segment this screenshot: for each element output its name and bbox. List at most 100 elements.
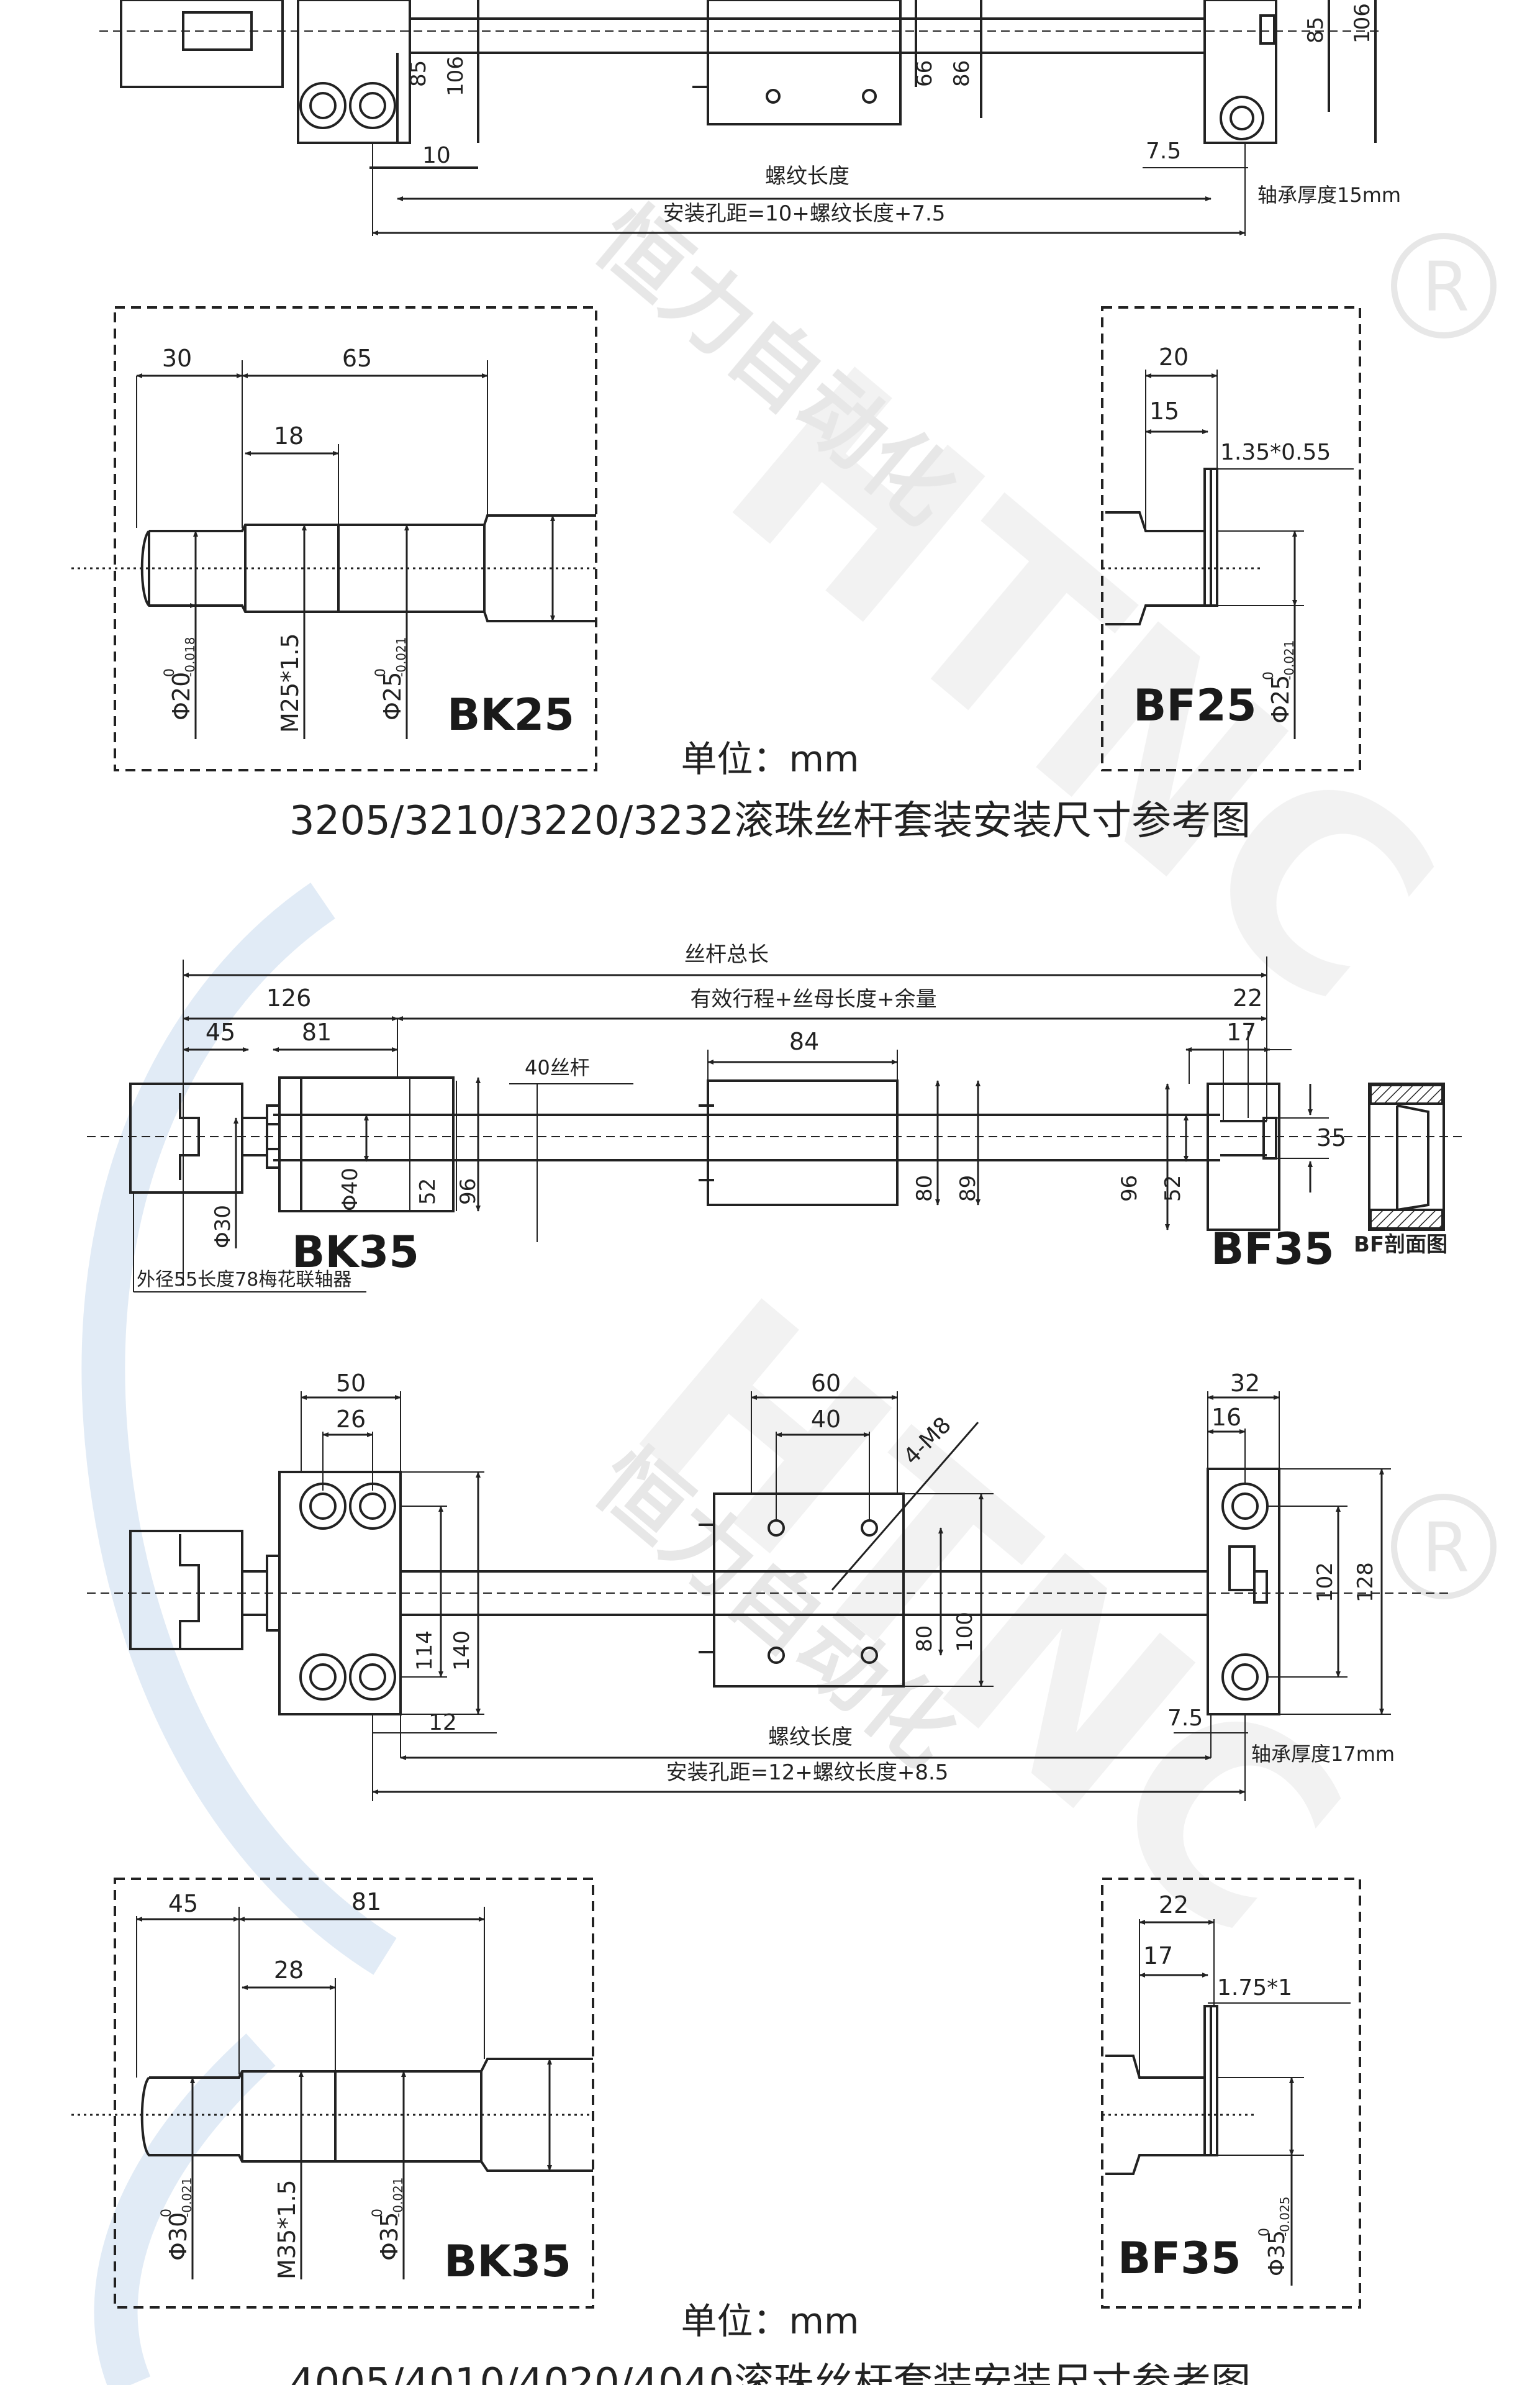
svg-text:45: 45 [206, 1019, 235, 1046]
svg-text:0: 0 [373, 668, 389, 677]
svg-text:28: 28 [274, 1956, 304, 1984]
registered-mark-top [1391, 233, 1497, 338]
bf35-detail [1101, 1878, 1361, 2309]
bk35-dims: 45 81 28 Φ30 0 -0.021 M35*1.5 Φ35 0 -0.0… [159, 1888, 571, 2287]
svg-text:96: 96 [456, 1178, 481, 1205]
svg-text:126: 126 [266, 984, 312, 1012]
svg-text:0: 0 [159, 2209, 174, 2217]
svg-text:81: 81 [302, 1019, 332, 1046]
svg-text:66: 66 [912, 60, 937, 87]
registered-mark-bottom [1391, 1494, 1497, 1599]
svg-text:114: 114 [412, 1630, 437, 1671]
svg-text:65: 65 [342, 345, 372, 372]
svg-text:20: 20 [1159, 343, 1189, 371]
svg-text:Φ30: Φ30 [211, 1205, 235, 1248]
svg-text:0: 0 [162, 668, 178, 677]
svg-text:35: 35 [1316, 1124, 1346, 1152]
top-partial-dims: 85 106 10 66 86 7.5 85 106 螺纹长度 安装孔距=10+… [406, 3, 1401, 226]
svg-text:-0.025: -0.025 [1277, 2197, 1292, 2237]
svg-text:Φ25: Φ25 [1267, 675, 1294, 724]
bk25-label: BK25 [447, 689, 574, 740]
svg-text:45: 45 [168, 1890, 198, 1917]
bf25-dims: 20 15 1.35*0.55 Φ25 0 -0.021 BF25 [1133, 343, 1331, 731]
svg-text:Φ30: Φ30 [165, 2212, 192, 2261]
svg-text:0: 0 [370, 2209, 386, 2217]
bf35-label: BF35 [1118, 2233, 1241, 2284]
svg-text:M35*1.5: M35*1.5 [273, 2179, 301, 2279]
svg-text:Φ35: Φ35 [376, 2212, 403, 2261]
svg-text:有效行程+丝母长度+余量: 有效行程+丝母长度+余量 [691, 987, 937, 1012]
svg-text:22: 22 [1233, 984, 1262, 1012]
svg-text:140: 140 [450, 1630, 474, 1671]
svg-text:86: 86 [949, 60, 974, 87]
bk35-detail [71, 1878, 594, 2309]
svg-text:M25*1.5: M25*1.5 [276, 633, 304, 733]
svg-text:Φ40: Φ40 [338, 1168, 363, 1211]
svg-text:106: 106 [443, 56, 468, 96]
svg-text:85: 85 [1303, 17, 1328, 43]
svg-text:螺纹长度: 螺纹长度 [765, 164, 849, 189]
svg-text:40: 40 [811, 1406, 841, 1433]
set35-top-dims: 50 26 60 40 4-M8 32 16 114 140 80 100 10… [336, 1370, 1395, 1785]
svg-text:16: 16 [1212, 1404, 1241, 1431]
set35-side-view [87, 956, 1465, 1292]
svg-text:Φ35: Φ35 [1264, 2230, 1290, 2276]
svg-text:安装孔距=10+螺纹长度+7.5: 安装孔距=10+螺纹长度+7.5 [663, 201, 946, 226]
svg-text:丝杆总长: 丝杆总长 [684, 942, 769, 967]
svg-text:128: 128 [1353, 1562, 1378, 1602]
watermark-letters-bottom: HTNC [581, 1243, 1393, 1994]
bk25-dims: 30 65 18 Φ20 0 -0.018 M25*1.5 Φ25 0 -0.0… [162, 345, 574, 740]
bf25-detail [1101, 306, 1361, 771]
svg-text:1.35*0.55: 1.35*0.55 [1220, 440, 1331, 465]
svg-text:102: 102 [1313, 1562, 1338, 1602]
svg-text:-0.021: -0.021 [1282, 640, 1297, 680]
top-partial-view [99, 0, 1379, 236]
svg-text:100: 100 [953, 1612, 977, 1652]
caption-2: 4005/4010/4020/4040滚珠丝杆套装安装尺寸参考图 [289, 2360, 1251, 2385]
svg-text:85: 85 [406, 60, 431, 87]
svg-text:-0.021: -0.021 [391, 2178, 405, 2217]
svg-text:-0.021: -0.021 [179, 2178, 194, 2217]
svg-text:7.5: 7.5 [1167, 1706, 1203, 1731]
svg-text:R: R [1422, 247, 1469, 327]
svg-text:BF剖面图: BF剖面图 [1354, 1232, 1447, 1257]
svg-text:12: 12 [428, 1710, 457, 1735]
svg-text:96: 96 [1117, 1175, 1142, 1202]
svg-text:89: 89 [956, 1175, 981, 1202]
svg-text:10: 10 [422, 143, 451, 168]
set35-side-dims: 丝杆总长 有效行程+丝母长度+余量 126 45 81 84 22 17 40丝… [137, 942, 1447, 1291]
svg-text:26: 26 [336, 1406, 366, 1433]
svg-text:18: 18 [274, 422, 304, 450]
svg-text:40丝杆: 40丝杆 [525, 1056, 590, 1079]
svg-text:轴承厚度15mm: 轴承厚度15mm [1257, 183, 1401, 207]
bf35-dims: 22 17 1.75*1 Φ35 0 -0.025 BF35 [1118, 1891, 1292, 2284]
svg-text:7.5: 7.5 [1146, 139, 1181, 164]
bf25-label: BF25 [1133, 680, 1257, 731]
svg-text:轴承厚度17mm: 轴承厚度17mm [1251, 1742, 1395, 1766]
svg-text:17: 17 [1143, 1942, 1173, 1969]
svg-text:0: 0 [1257, 2228, 1272, 2237]
svg-text:30: 30 [162, 345, 192, 372]
unit-label-2: 单位：mm [681, 2300, 859, 2342]
set35-top-view [87, 1391, 1453, 1801]
svg-text:32: 32 [1230, 1370, 1260, 1397]
svg-text:0: 0 [1261, 671, 1277, 680]
svg-text:-0.018: -0.018 [183, 637, 197, 677]
caption-1: 3205/3210/3220/3232滚珠丝杆套装安装尺寸参考图 [289, 798, 1251, 844]
svg-text:17: 17 [1226, 1019, 1256, 1046]
svg-text:84: 84 [789, 1028, 819, 1055]
svg-text:外径55长度78梅花联轴器: 外径55长度78梅花联轴器 [137, 1269, 351, 1291]
svg-text:-0.021: -0.021 [394, 637, 409, 677]
svg-text:50: 50 [336, 1370, 366, 1397]
svg-text:15: 15 [1149, 398, 1179, 425]
bk35-side-label: BK35 [292, 1227, 419, 1278]
svg-text:Φ20: Φ20 [168, 672, 195, 720]
svg-text:52: 52 [415, 1178, 440, 1205]
svg-text:螺纹长度: 螺纹长度 [768, 1725, 853, 1750]
svg-text:80: 80 [912, 1625, 937, 1652]
bk25-detail [71, 306, 597, 771]
svg-text:52: 52 [1161, 1175, 1185, 1202]
svg-text:60: 60 [811, 1370, 841, 1397]
